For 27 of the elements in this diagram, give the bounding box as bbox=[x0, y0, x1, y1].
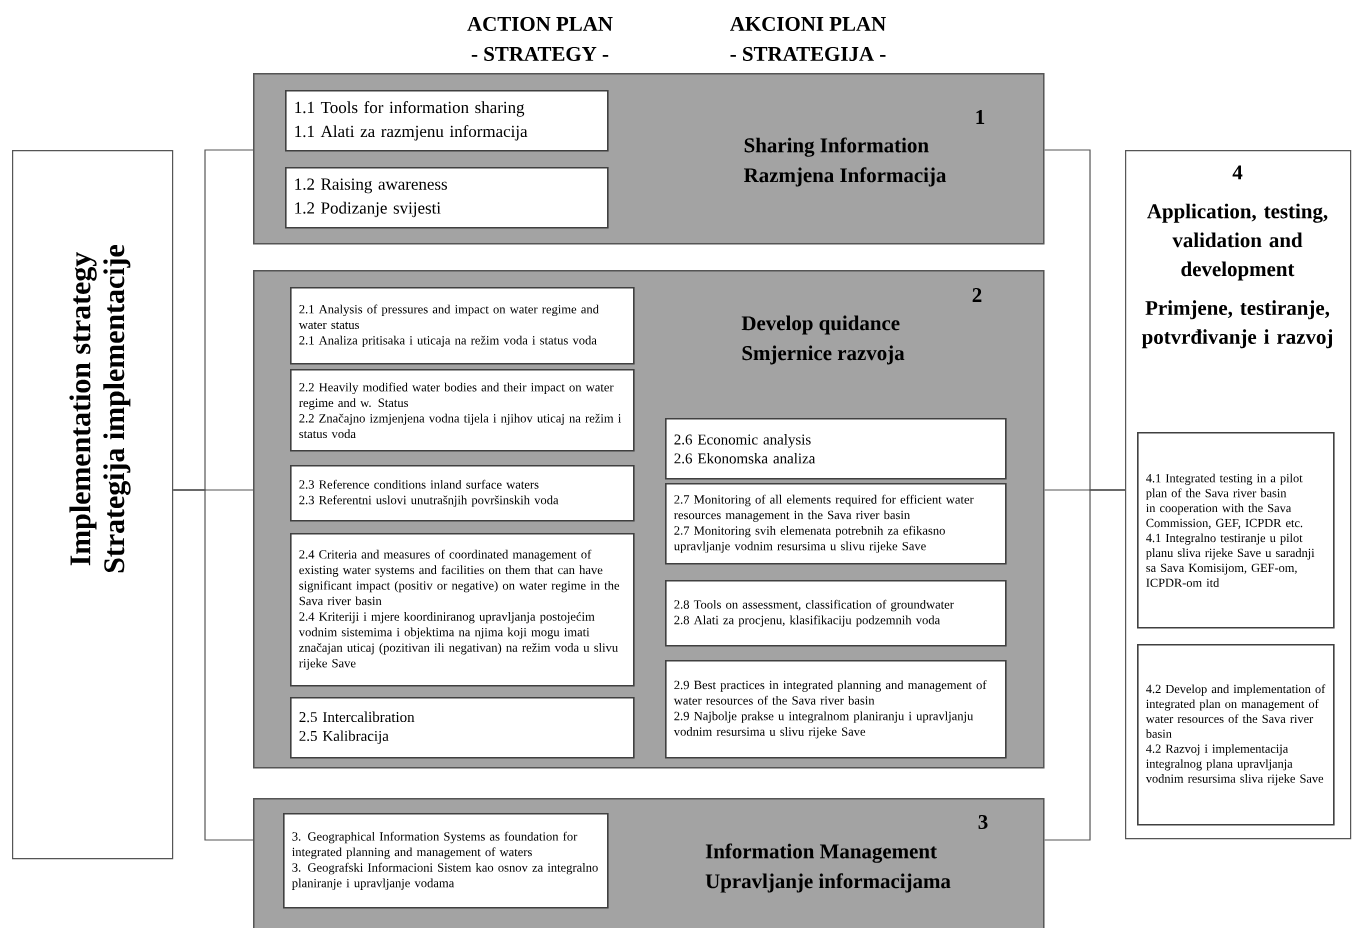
task-box: 2.3 Reference conditions inland surface waters 2.3 Referentni uslovi unutrašnjih površinskih voda bbox=[290, 465, 635, 522]
task-box: 2.4 Criteria and measures of coordinated management of existing water systems and facilities on them that can have significant impact (positiv or negative) on water regime in the Sava river basin 2.4 Kriteriji i mjere koordiniranog upravljanja postojećim vodnim sistemima i objektima na njima koji mogu imati značajan uticaj (pozitivan ili negativan) na režim voda u slivu rijeke Save bbox=[290, 533, 635, 687]
connector-line bbox=[1043, 489, 1126, 841]
column-heading: AKCIONI PLAN bbox=[730, 16, 886, 32]
task-box: 4.2 Develop and implementation of integrated plan on management of water resources of the Sava river basin 4.2 Razvoj i implementacija integralnog plana upravljanja vodnim resursima sliva rijeke Save bbox=[1137, 644, 1335, 826]
task-box: 2.1 Analysis of pressures and impact on water regime and water status 2.1 Analiza pritisaka i uticaja na režim voda i status voda bbox=[290, 287, 635, 365]
task-box: 1.2 Raising awareness 1.2 Podizanje svijesti bbox=[285, 167, 609, 229]
task-box: 2.7 Monitoring of all elements required for efficient water resources management in the Sava river basin 2.7 Monitoring svih elemenata potrebnih za efikasno upravljanje vodnim resursima u slivu rijeke Save bbox=[665, 483, 1007, 565]
connector-line bbox=[172, 489, 254, 841]
task-box: 1.1 Tools for information sharing 1.1 Alati za razmjenu informacija bbox=[285, 90, 609, 152]
column-heading: ACTION PLAN bbox=[467, 16, 613, 32]
task-box: 3. Geographical Information Systems as foundation for integrated planning and management of waters 3. Geografski Informacioni Sistem kao osnov za integralno planiranje i upravljanje vodama bbox=[283, 813, 609, 909]
column-heading: - STRATEGIJA - bbox=[730, 46, 886, 62]
section-number: 1 bbox=[976, 110, 985, 124]
task-box: 2.5 Intercalibration 2.5 Kalibracija bbox=[290, 697, 635, 759]
section-title: Sharing Information Razmjena Informacija bbox=[744, 137, 947, 187]
task-box: 2.9 Best practices in integrated planning and management of water resources of the Sava river basin 2.9 Najbolje prakse u integralnom planiranju i upravljanju vodnim resursima u slivu rijeke Save bbox=[665, 660, 1007, 759]
task-box: 4.1 Integrated testing in a pilot plan of the Sava river basin in cooperation with the Sava Commission, GEF, ICPDR etc. 4.1 Integralno testiranje u pilot planu sliva rijeke Save u saradnji sa Sava Komisijom, GEF-om, ICPDR-om itd bbox=[1137, 432, 1335, 629]
section-number: 2 bbox=[972, 288, 982, 302]
task-box: 2.2 Heavily modified water bodies and their impact on water regime and w. Status 2.2 Značajno izmjenjena vodna tijela i njihov uticaj na režim i status voda bbox=[290, 369, 635, 452]
section-title: Information Management Upravljanje informacijama bbox=[705, 843, 951, 893]
section-number: 3 bbox=[978, 815, 988, 830]
task-box: 2.6 Economic analysis 2.6 Ekonomska analiza bbox=[665, 418, 1007, 480]
task-box: 2.8 Tools on assessment, classification of groundwater 2.8 Alati za procjenu, klasifikaciju podzemnih voda bbox=[665, 580, 1007, 647]
section-title: Develop quidance Smjernice razvoja bbox=[741, 315, 905, 365]
strategy-box: Implementation strategy Strategija implementacije bbox=[12, 150, 174, 860]
column-heading: - STRATEGY - bbox=[471, 46, 609, 62]
